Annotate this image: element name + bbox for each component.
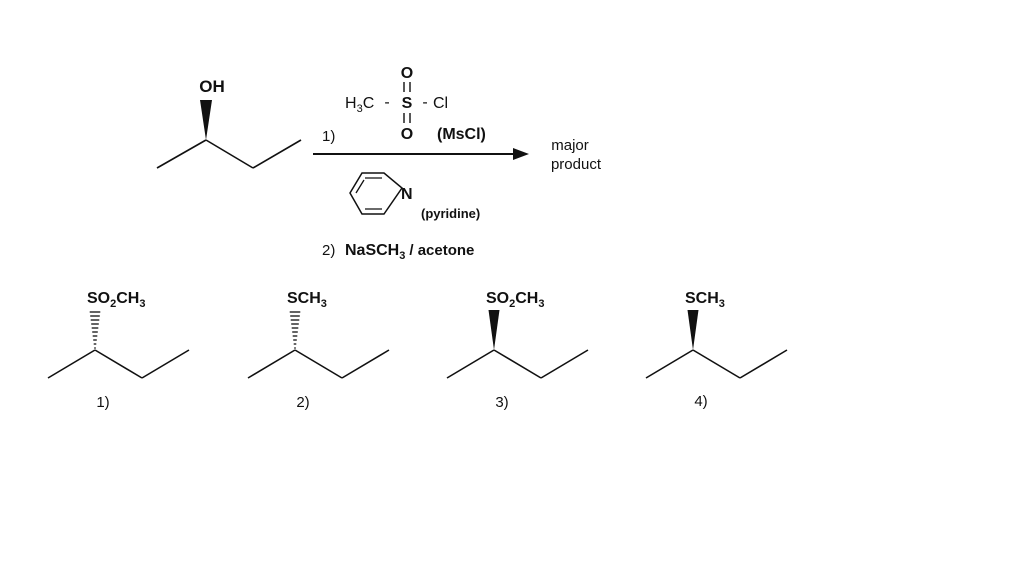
oh-label: OH — [199, 77, 225, 96]
pyridine-nitrogen: N — [401, 186, 413, 203]
bond — [645, 349, 694, 379]
pyridine-ring — [349, 172, 404, 215]
bond — [341, 349, 390, 379]
oxygen-bottom: O — [401, 126, 413, 143]
wedge-bond — [488, 310, 500, 350]
choice-number: 3) — [495, 394, 508, 411]
bond — [493, 349, 542, 379]
choice-1[interactable]: SO2CH3 1) — [47, 290, 190, 411]
hash-bond — [289, 311, 301, 349]
bond — [205, 139, 254, 169]
wedge-shape — [488, 310, 500, 350]
bond — [739, 349, 788, 379]
mscl-reagent: 1) O H3C - S - Cl O (MsCl) — [322, 65, 486, 145]
pyridine-label: (pyridine) — [421, 206, 480, 221]
bond — [294, 349, 343, 379]
bond — [446, 349, 495, 379]
choice-3[interactable]: SO2CH3 3) — [446, 290, 589, 411]
choice-number: 1) — [96, 394, 109, 411]
choice-number: 2) — [296, 394, 309, 411]
nasch3-formula: NaSCH3/ acetone — [345, 242, 474, 262]
mscl-formula: H3C — [345, 95, 374, 115]
substituent-label: SCH3 — [287, 290, 327, 310]
chlorine-label: Cl — [433, 95, 448, 112]
arrow-head — [513, 148, 529, 160]
step-2-label: 2) — [322, 242, 335, 259]
choice-number: 4) — [694, 393, 707, 410]
wedge-shape — [687, 310, 699, 350]
ring-double-bond — [355, 179, 365, 194]
mscl-abbrev: (MsCl) — [437, 126, 486, 143]
product-label: product — [551, 156, 602, 173]
step-1-label: 1) — [322, 128, 335, 145]
oxygen-top: O — [401, 65, 413, 82]
bond — [252, 139, 302, 169]
bond — [156, 139, 207, 169]
substituent-label: SO2CH3 — [87, 290, 145, 310]
major-label: major — [551, 137, 589, 154]
starting-material: OH — [156, 77, 302, 169]
choice-2[interactable]: SCH3 2) — [247, 290, 390, 411]
bond — [247, 349, 296, 379]
wedge-bond — [687, 310, 699, 350]
substituent-label: SO2CH3 — [486, 290, 544, 310]
bond — [692, 349, 741, 379]
bond — [141, 349, 190, 379]
pyridine-reagent: N (pyridine) — [349, 172, 480, 221]
dash-left: - — [384, 94, 389, 111]
choice-4[interactable]: SCH3 4) — [645, 290, 788, 410]
dash-right: - — [422, 94, 427, 111]
wedge-bond — [200, 100, 212, 140]
hash-bond — [89, 311, 101, 349]
bond — [540, 349, 589, 379]
sulfur-label: S — [402, 95, 413, 112]
nasch3-reagent: 2) NaSCH3/ acetone — [322, 242, 474, 262]
bond — [94, 349, 143, 379]
bond — [47, 349, 96, 379]
substituent-label: SCH3 — [685, 290, 725, 310]
reaction-arrow — [313, 148, 529, 160]
